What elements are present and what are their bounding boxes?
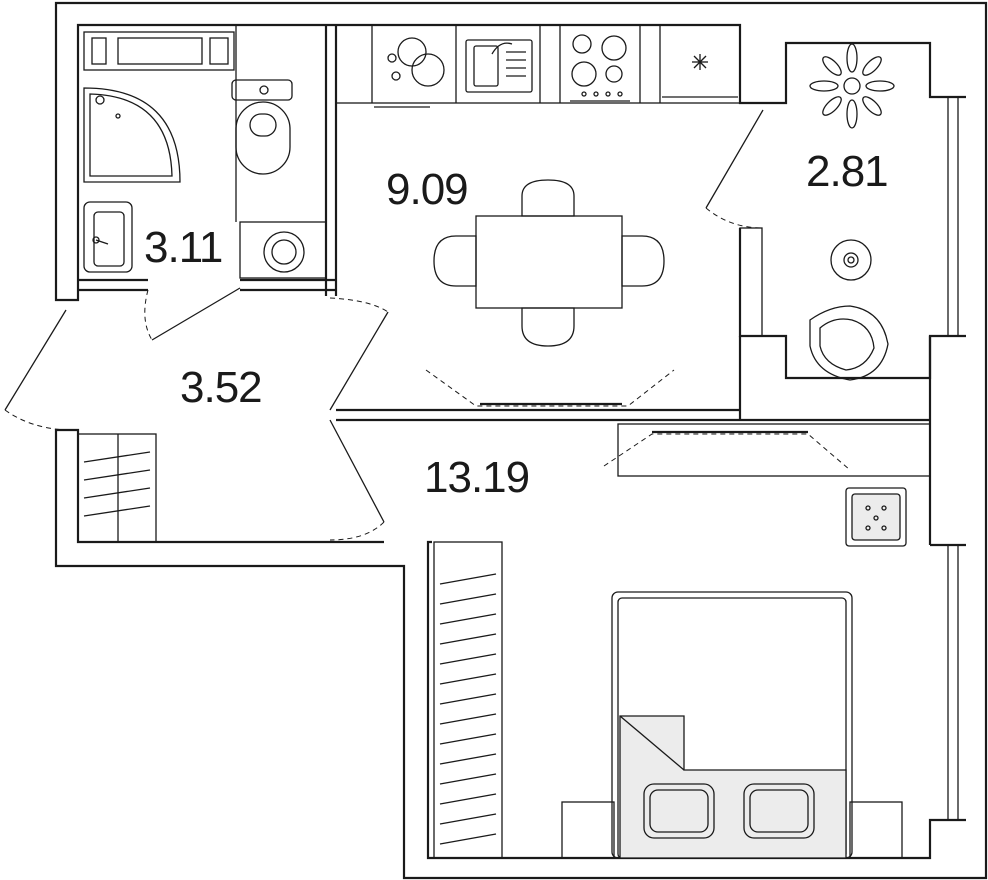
partition-walls (78, 25, 930, 422)
bedroom-area-label: 13.19 (424, 453, 530, 502)
kitchen-area-label: 9.09 (386, 165, 469, 214)
loggia-walls (738, 41, 966, 380)
kitchen-fixtures (335, 24, 741, 407)
round-table (830, 239, 872, 281)
bathroom-fixtures (83, 25, 327, 279)
bedroom-wardrobe (433, 541, 503, 859)
ventilation-shaft (845, 487, 907, 547)
plant-icon (809, 43, 895, 129)
loggia-area-label: 2.81 (806, 147, 889, 196)
loggia-furniture (809, 43, 895, 381)
bathroom-area-label: 3.11 (144, 223, 223, 272)
bedroom-window (928, 336, 966, 820)
doors (4, 109, 764, 541)
hallway-wardrobe (77, 433, 157, 543)
armchair (809, 305, 889, 381)
tv-unit (603, 423, 931, 477)
hallway-area-label: 3.52 (180, 363, 263, 412)
bed (561, 591, 903, 859)
